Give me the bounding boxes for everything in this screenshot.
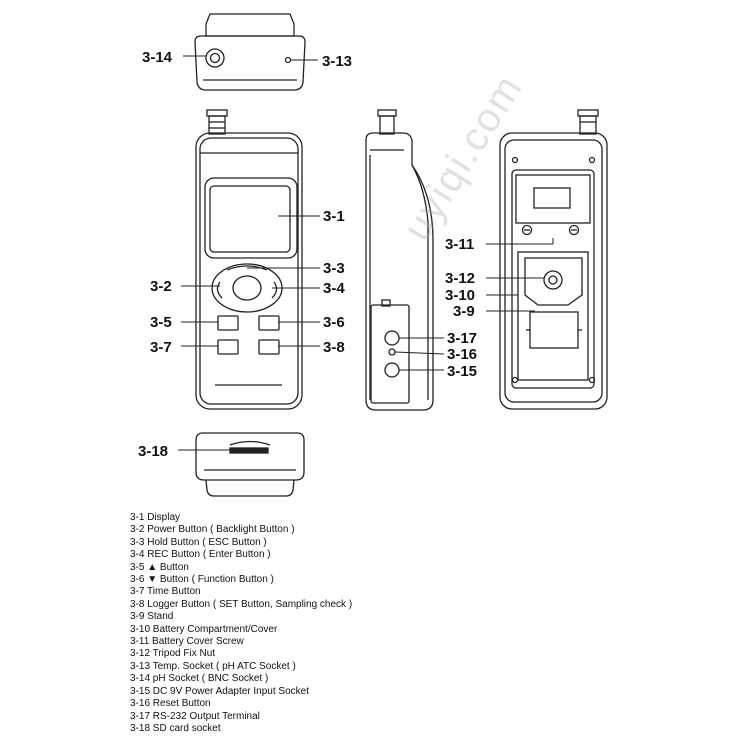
callout-3-12: 3-12: [445, 270, 475, 287]
callout-3-14: 3-14: [142, 49, 173, 66]
legend-item: 3-17 RS-232 Output Terminal: [130, 710, 260, 722]
legend-item: 3-3 Hold Button ( ESC Button ): [130, 536, 267, 548]
legend-item: 3-10 Battery Compartment/Cover: [130, 623, 278, 635]
legend-item: 3-6 ▼ Button ( Function Button ): [130, 574, 274, 586]
callout-3-6: 3-6: [323, 314, 345, 331]
legend-item: 3-4 REC Button ( Enter Button ): [130, 549, 271, 561]
bnc-socket-shape: [205, 48, 225, 68]
legend-item: 3-14 pH Socket ( BNC Socket ): [130, 673, 269, 685]
back-view: [499, 109, 608, 410]
callout-3-3: 3-3: [323, 260, 345, 277]
legend-item: 3-16 Reset Button: [130, 698, 211, 710]
front-view: [195, 109, 303, 410]
legend-item: 3-9 Stand: [130, 611, 174, 623]
callout-3-2: 3-2: [150, 278, 172, 295]
legend-item: 3-12 Tripod Fix Nut: [130, 648, 216, 660]
legend-item: 3-18 SD card socket: [130, 722, 221, 734]
callout-3-15: 3-15: [447, 363, 477, 380]
legend-item: 3-1 Display: [130, 512, 181, 523]
callout-3-5: 3-5: [150, 314, 172, 331]
temp-socket-shape: [284, 56, 292, 64]
legend-item: 3-11 Battery Cover Screw: [130, 636, 244, 648]
callout-3-18: 3-18: [138, 443, 168, 460]
parts-legend: 3-1 Display 3-2 Power Button ( Backlight…: [130, 512, 352, 735]
callout-3-9: 3-9: [453, 303, 475, 320]
callout-3-17: 3-17: [447, 330, 477, 347]
callout-3-8: 3-8: [323, 339, 345, 356]
callout-3-13: 3-13: [322, 53, 352, 70]
callout-3-1: 3-1: [323, 208, 345, 225]
callout-3-4: 3-4: [323, 280, 345, 297]
bottom-view: [195, 432, 305, 497]
side-view: [365, 109, 434, 411]
callout-3-11: 3-11: [445, 236, 474, 253]
legend-item: 3-8 Logger Button ( SET Button, Sampling…: [130, 598, 353, 610]
callout-3-16: 3-16: [447, 346, 477, 363]
callout-labels: 3-14 3-13 3-1 3-3 3-2 3-4 3-5 3-6 3-7 3-…: [138, 49, 477, 460]
legend-item: 3-7 Time Button: [130, 586, 201, 598]
legend-item: 3-2 Power Button ( Backlight Button ): [130, 524, 295, 536]
leader-lines: [178, 55, 554, 451]
callout-3-10: 3-10: [445, 287, 475, 304]
legend-item: 3-5 ▲ Button: [130, 561, 189, 573]
legend-item: 3-13 Temp. Socket ( pH ATC Socket ): [130, 660, 296, 672]
top-view: [194, 13, 306, 91]
callout-3-7: 3-7: [150, 339, 172, 356]
legend-item: 3-15 DC 9V Power Adapter Input Socket: [130, 685, 309, 697]
